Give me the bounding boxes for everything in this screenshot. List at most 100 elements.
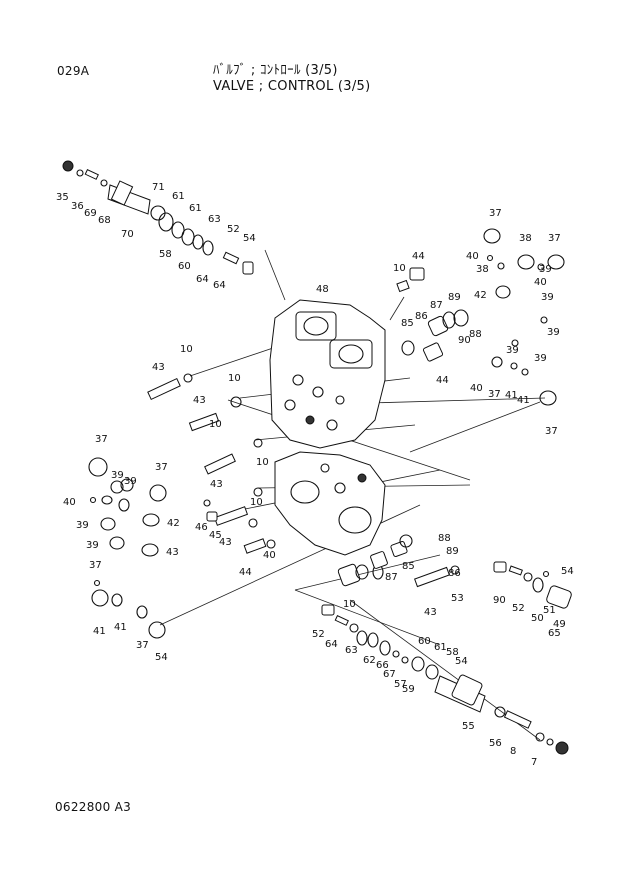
callout-label: 90 [493,595,506,606]
callout-label: 37 [155,462,168,473]
drawing-code: 0622800 A3 [55,800,132,814]
callout-label: 63 [208,214,221,225]
callout-label: 54 [561,566,574,577]
callout-label: 67 [383,669,396,680]
callout-label: 71 [152,182,165,193]
callout-label: 43 [166,547,179,558]
callout-label: 43 [219,537,232,548]
callout-label: 10 [180,344,193,355]
callout-label: 61 [172,191,185,202]
callout-label: 59 [402,684,415,695]
callout-label: 88 [469,329,482,340]
callout-label: 54 [455,656,468,667]
callout-label: 48 [316,284,329,295]
fittings-lower-middle [337,534,413,587]
callout-label: 37 [488,389,501,400]
callout-label: 39 [76,520,89,531]
callout-label: 10 [343,599,356,610]
callout-label: 39 [111,470,124,481]
callout-label: 37 [545,426,558,437]
callout-label: 38 [476,264,489,275]
callout-label: 40 [63,497,76,508]
callout-label: 7 [531,757,537,768]
title-japanese: ﾊﾞﾙﾌﾞ ; ｺﾝﾄﾛｰﾙ (3/5) [213,63,338,78]
callout-label: 41 [505,390,518,401]
callout-label: 45 [209,530,222,541]
valve-body-lower [274,451,386,556]
callout-label: 40 [470,383,483,394]
callout-label: 52 [312,629,325,640]
callout-label: 41 [93,626,106,637]
callout-label: 39 [539,264,552,275]
page-code: 029A [57,64,90,78]
callout-label: 37 [136,640,149,651]
callout-label: 40 [263,550,276,561]
callout-label: 61 [189,203,202,214]
callout-label: 61 [434,642,447,653]
callout-label: 41 [517,395,530,406]
callout-label: 69 [84,208,97,219]
bolts [147,279,460,588]
callout-label: 49 [553,619,566,630]
callout-label: 66 [376,660,389,671]
callout-label: 43 [193,395,206,406]
callout-label: 58 [446,647,459,658]
callout-label: 44 [412,251,425,262]
callout-label: 60 [418,636,431,647]
callout-label: 60 [178,261,191,272]
callout-label: 54 [243,233,256,244]
callout-label: 51 [543,605,556,616]
callout-label: 54 [155,652,168,663]
callout-label: 39 [547,327,560,338]
callout-label: 37 [95,434,108,445]
callout-label: 88 [438,533,451,544]
callout-label: 56 [489,738,502,749]
callout-label: 52 [227,224,240,235]
callout-label: 41 [114,622,127,633]
callout-label: 52 [512,603,525,614]
callout-label: 39 [506,345,519,356]
callout-label: 46 [195,522,208,533]
callout-label: 10 [393,263,406,274]
callout-label: 65 [548,628,561,639]
callout-label: 39 [534,353,547,364]
callout-label: 44 [436,375,449,386]
callout-label: 87 [385,572,398,583]
callout-label: 89 [446,546,459,557]
callout-label: 43 [424,607,437,618]
callout-label: 10 [250,497,263,508]
callout-label: 37 [89,560,102,571]
callout-label: 50 [531,613,544,624]
callout-label: 10 [228,373,241,384]
callout-label: 68 [98,215,111,226]
callout-label: 43 [210,479,223,490]
callout-label: 63 [345,645,358,656]
callout-label: 42 [167,518,180,529]
callout-label: 42 [474,290,487,301]
callout-label: 40 [534,277,547,288]
callout-label: 39 [541,292,554,303]
callout-label: 39 [86,540,99,551]
callout-label: 64 [196,274,209,285]
callout-label: 37 [489,208,502,219]
callout-label: 40 [466,251,479,262]
callout-label: 64 [213,280,226,291]
callout-label: 89 [448,292,461,303]
callout-label: 10 [209,419,222,430]
callout-label: 86 [448,568,461,579]
fittings-right [401,228,565,406]
callout-label: 43 [152,362,165,373]
callout-label: 53 [451,593,464,604]
callout-label: 35 [56,192,69,203]
callout-label: 87 [430,300,443,311]
callout-label: 90 [458,335,471,346]
spool-assembly-lower-right [321,561,572,755]
callout-label: 58 [159,249,172,260]
callout-label: 86 [415,311,428,322]
callout-label: 85 [402,561,415,572]
callout-label: 10 [256,457,269,468]
callout-label: 57 [394,679,407,690]
callout-label: 64 [325,639,338,650]
